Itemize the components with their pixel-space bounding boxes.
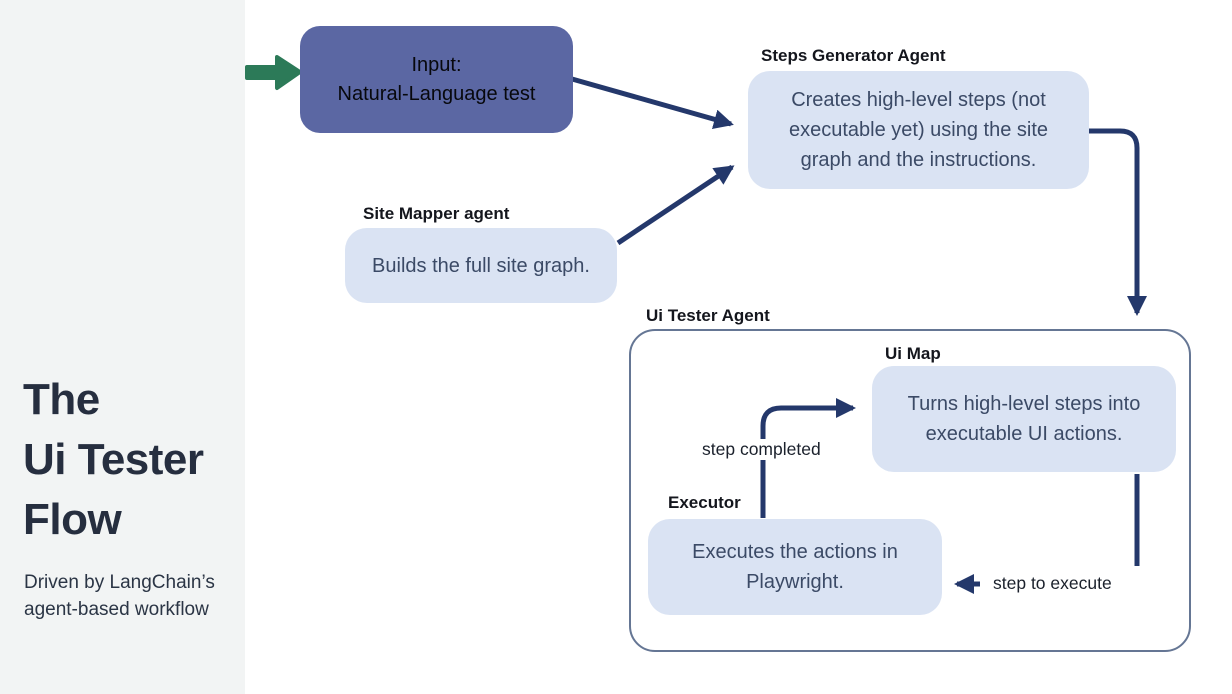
flow-start-arrow-icon xyxy=(245,55,302,90)
steps-to-tester-arrow xyxy=(1088,128,1147,316)
executor-label: Executor xyxy=(668,493,741,512)
ui-map-node: Turns high-level steps into executable U… xyxy=(872,366,1176,472)
step-to-execute-edge-label: step to execute xyxy=(988,573,1117,594)
step-completed-arrow xyxy=(760,398,856,518)
page-title: The Ui Tester Flow xyxy=(23,375,204,544)
ui-map-label: Ui Map xyxy=(885,344,941,363)
step-completed-edge-label: step completed xyxy=(697,439,826,460)
input-node: Input: Natural-Language test xyxy=(300,26,573,133)
page-subtitle: Driven by LangChain’s agent-based workfl… xyxy=(24,572,215,620)
input-to-steps-arrow xyxy=(571,76,734,129)
site-mapper-label: Site Mapper agent xyxy=(363,204,510,223)
sidebar: The Ui Tester Flow Driven by LangChain’s… xyxy=(0,0,245,694)
site-mapper-node: Builds the full site graph. xyxy=(345,228,617,303)
mapper-to-steps-arrow xyxy=(616,164,735,246)
ui-tester-agent-container xyxy=(629,329,1191,652)
executor-node: Executes the actions in Playwright. xyxy=(648,519,942,615)
steps-generator-label: Steps Generator Agent xyxy=(761,46,946,65)
steps-generator-node: Creates high-level steps (not executable… xyxy=(748,71,1089,189)
ui-tester-agent-label: Ui Tester Agent xyxy=(646,306,770,325)
